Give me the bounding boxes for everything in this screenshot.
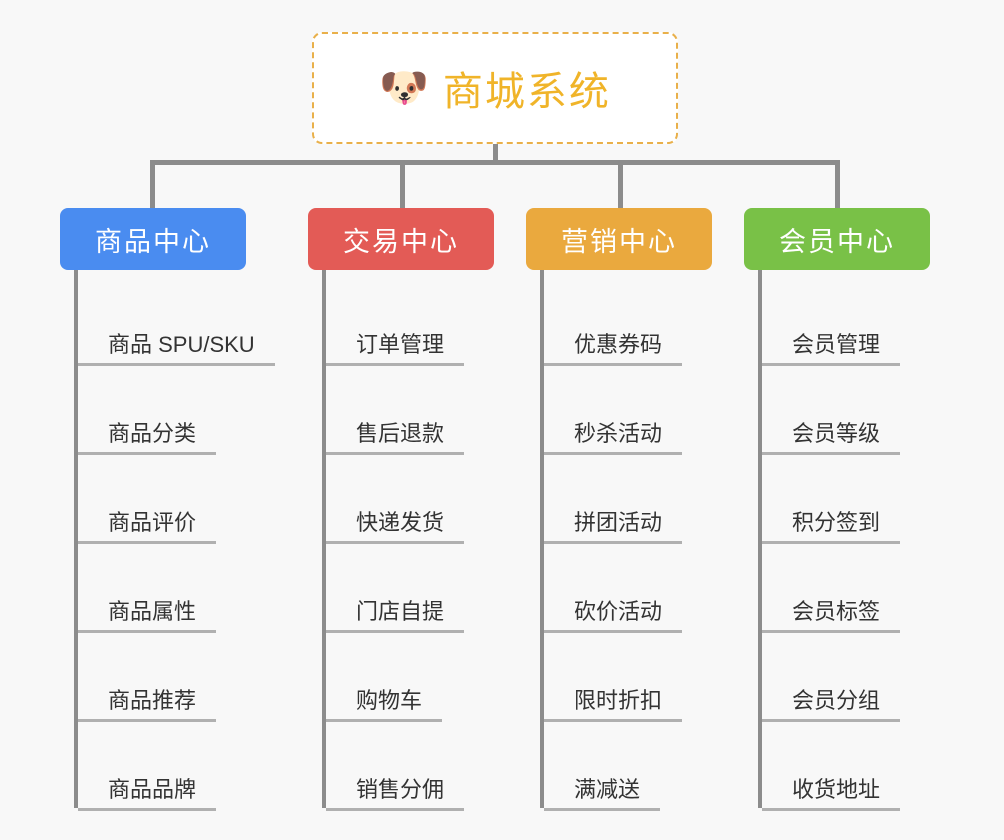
leaf-item[interactable]: 收货地址 <box>762 719 930 808</box>
leaf-item[interactable]: 会员等级 <box>762 363 930 452</box>
leaf-item-underline <box>762 630 901 633</box>
leaf-item-underline <box>326 808 465 811</box>
connector-root-stem <box>493 144 498 162</box>
branch-header-4[interactable]: 会员中心 <box>744 208 930 270</box>
leaf-item-label: 会员等级 <box>792 420 881 446</box>
branch-header-3[interactable]: 营销中心 <box>526 208 712 270</box>
connector-drop-1 <box>150 160 155 208</box>
leaf-item-label: 积分签到 <box>792 509 881 535</box>
branch-column-4: 会员中心 会员管理会员等级积分签到会员标签会员分组收货地址 <box>744 208 930 811</box>
leaf-item-underline <box>326 452 465 455</box>
root-node-label: 商城系统 <box>442 70 611 114</box>
leaf-item-underline <box>544 808 661 811</box>
leaf-item-underline <box>544 541 683 544</box>
leaf-item[interactable]: 门店自提 <box>326 541 494 630</box>
leaf-item[interactable]: 限时折扣 <box>544 630 712 719</box>
branch-header-label-3: 营销中心 <box>561 226 677 257</box>
leaf-item[interactable]: 满减送 <box>544 719 712 808</box>
leaf-item[interactable]: 优惠券码 <box>544 274 712 363</box>
leaf-item-underline <box>544 452 683 455</box>
connector-drop-3 <box>618 160 623 208</box>
leaf-item-label: 订单管理 <box>356 331 445 357</box>
leaf-item-underline <box>544 719 683 722</box>
leaf-item-label: 快递发货 <box>356 509 445 535</box>
leaf-item-underline <box>762 363 901 366</box>
leaf-item-underline <box>78 808 217 811</box>
leaf-item[interactable]: 销售分佣 <box>326 719 494 808</box>
leaf-item-label: 拼团活动 <box>574 509 663 535</box>
leaf-item-label: 秒杀活动 <box>574 420 663 446</box>
leaf-item-label: 商品品牌 <box>108 776 197 802</box>
leaf-item-label: 购物车 <box>356 687 423 713</box>
leaf-item-underline <box>78 363 275 366</box>
root-node[interactable]: 🐶 商城系统 <box>312 32 678 144</box>
leaf-item-underline <box>544 363 683 366</box>
leaf-item[interactable]: 拼团活动 <box>544 452 712 541</box>
leaf-item-underline <box>78 452 217 455</box>
leaf-item-label: 售后退款 <box>356 420 445 446</box>
branch-items-1: 商品 SPU/SKU 商品分类商品评价商品属性商品推荐商品品牌 <box>74 270 275 811</box>
leaf-item-underline <box>762 719 901 722</box>
leaf-item[interactable]: 会员管理 <box>762 274 930 363</box>
leaf-item-underline <box>326 719 443 722</box>
leaf-item-label: 商品属性 <box>108 598 197 624</box>
leaf-item-underline <box>762 452 901 455</box>
leaf-item-label: 满减送 <box>574 776 641 802</box>
leaf-item[interactable]: 秒杀活动 <box>544 363 712 452</box>
connector-horizontal-bus <box>150 160 840 165</box>
branch-column-2: 交易中心 订单管理售后退款快递发货门店自提购物车销售分佣 <box>308 208 494 811</box>
leaf-item[interactable]: 商品评价 <box>78 452 246 541</box>
leaf-item[interactable]: 商品品牌 <box>78 719 246 808</box>
leaf-item-label: 门店自提 <box>356 598 445 624</box>
branch-header-label-4: 会员中心 <box>779 226 895 257</box>
leaf-item-label: 销售分佣 <box>356 776 445 802</box>
leaf-item-label: 会员标签 <box>792 598 881 624</box>
leaf-item-underline <box>762 808 901 811</box>
leaf-item-label: 收货地址 <box>792 776 881 802</box>
leaf-item-label: 商品分类 <box>108 420 197 446</box>
branch-items-4: 会员管理会员等级积分签到会员标签会员分组收货地址 <box>758 270 930 811</box>
branch-header-2[interactable]: 交易中心 <box>308 208 494 270</box>
leaf-item-label: 限时折扣 <box>574 687 663 713</box>
leaf-item-label: 商品 SPU/SKU <box>108 331 255 357</box>
leaf-item-underline <box>762 541 901 544</box>
leaf-item[interactable]: 商品推荐 <box>78 630 246 719</box>
leaf-item-underline <box>78 719 217 722</box>
leaf-item[interactable]: 商品 SPU/SKU <box>78 274 255 363</box>
leaf-item[interactable]: 购物车 <box>326 630 494 719</box>
branch-column-3: 营销中心 优惠券码秒杀活动拼团活动砍价活动限时折扣满减送 <box>526 208 712 811</box>
leaf-item[interactable]: 商品属性 <box>78 541 246 630</box>
leaf-item-label: 会员管理 <box>792 331 881 357</box>
leaf-item-underline <box>326 363 465 366</box>
leaf-item[interactable]: 会员分组 <box>762 630 930 719</box>
branch-items-3: 优惠券码秒杀活动拼团活动砍价活动限时折扣满减送 <box>540 270 712 811</box>
leaf-item-label: 商品评价 <box>108 509 197 535</box>
leaf-item-label: 砍价活动 <box>574 598 663 624</box>
branch-header-1[interactable]: 商品中心 <box>60 208 246 270</box>
leaf-item[interactable]: 订单管理 <box>326 274 494 363</box>
leaf-item[interactable]: 砍价活动 <box>544 541 712 630</box>
leaf-item-underline <box>326 630 465 633</box>
dog-face-icon: 🐶 <box>379 66 429 110</box>
connector-drop-2 <box>400 160 405 208</box>
leaf-item-underline <box>78 541 217 544</box>
branch-column-1: 商品中心 商品 SPU/SKU 商品分类商品评价商品属性商品推荐商品品牌 <box>60 208 275 811</box>
branch-header-label-1: 商品中心 <box>95 226 211 257</box>
branch-header-label-2: 交易中心 <box>343 226 459 257</box>
leaf-item-label: 优惠券码 <box>574 331 663 357</box>
leaf-item[interactable]: 快递发货 <box>326 452 494 541</box>
leaf-item-underline <box>326 541 465 544</box>
leaf-item[interactable]: 积分签到 <box>762 452 930 541</box>
leaf-item-label: 商品推荐 <box>108 687 197 713</box>
leaf-item-label: 会员分组 <box>792 687 881 713</box>
leaf-item-underline <box>544 630 683 633</box>
leaf-item-underline <box>78 630 217 633</box>
leaf-item[interactable]: 会员标签 <box>762 541 930 630</box>
connector-drop-4 <box>835 160 840 208</box>
branch-items-2: 订单管理售后退款快递发货门店自提购物车销售分佣 <box>322 270 494 811</box>
leaf-item[interactable]: 商品分类 <box>78 363 246 452</box>
leaf-item[interactable]: 售后退款 <box>326 363 494 452</box>
